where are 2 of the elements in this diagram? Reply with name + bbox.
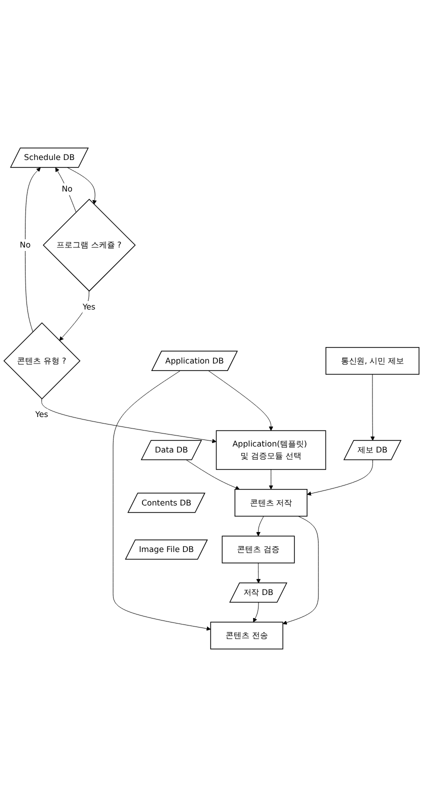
arrow	[41, 398, 216, 444]
arrow	[253, 602, 259, 622]
